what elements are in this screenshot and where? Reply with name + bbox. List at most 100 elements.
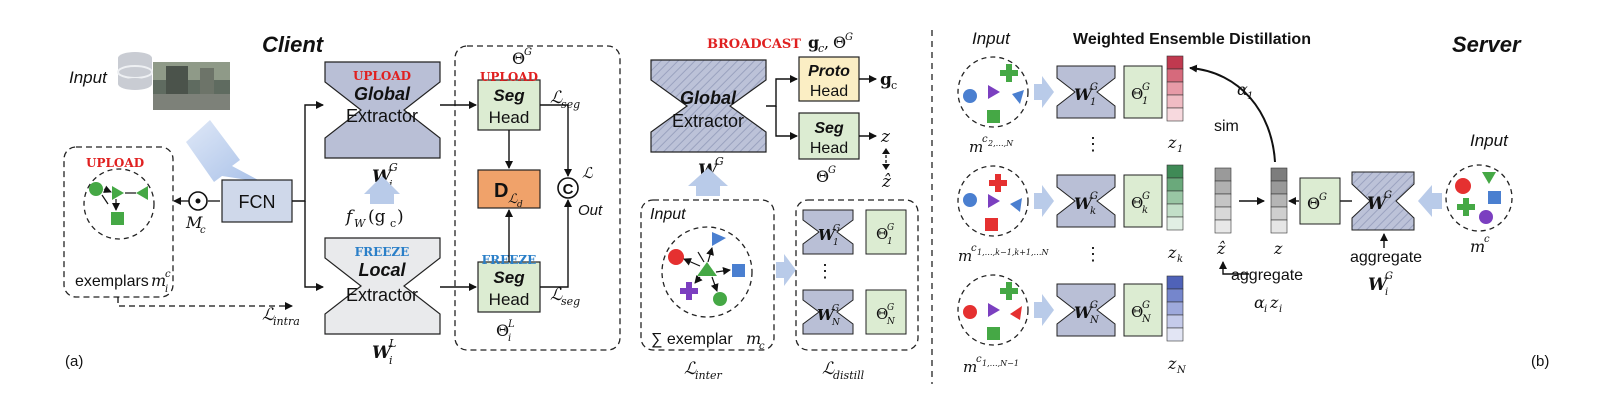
alpha-z-label: α i z i: [1254, 293, 1282, 315]
client-theta-top: Θ G: [512, 47, 532, 68]
concat-icon: [557, 177, 579, 199]
broadcast-comma: ,: [824, 33, 829, 52]
broadcast-input-box: [640, 199, 775, 351]
exemplar-green-square: [111, 212, 124, 225]
right-blue-square: [1488, 191, 1501, 204]
broadcast-to-proto-arrow: [766, 75, 798, 107]
mask-product-dot: [195, 198, 201, 204]
client-global-weight-sub: i: [389, 178, 393, 191]
client-theta-top-sym: Θ: [512, 49, 525, 68]
rowk-theta-sub: k: [1142, 205, 1148, 216]
alphaz-z: z: [1269, 293, 1279, 312]
client-local-line1: Local: [358, 260, 406, 280]
distill-w1-sup: G: [833, 224, 840, 234]
rowk-theta-sup: G: [1142, 191, 1150, 202]
rown-w-sub: N: [1089, 315, 1100, 326]
client-theta-top-sup: G: [524, 47, 532, 58]
broadcast-zhat: ẑ: [881, 172, 892, 192]
broadcast-weight-sup: G: [715, 155, 724, 168]
distill-theta1-sub: 1: [887, 237, 893, 247]
exemplar-green-triangle-a: [112, 186, 124, 200]
row1-purple-triangle: [988, 85, 1000, 99]
client-seg-head-local: [477, 261, 541, 313]
broadcast-global-line2: Extractor: [672, 111, 744, 131]
fw-gc-label: f W (g c ): [344, 207, 404, 230]
client-loss-seg-top-l: ℒ: [550, 88, 563, 108]
rowk-w-sup: G: [1090, 191, 1098, 202]
client-seg-head-global: [477, 79, 541, 131]
exemplars-caption: exemplars m c i: [75, 269, 171, 295]
right-input-arrow: [1418, 185, 1442, 217]
broadcast-theta-label: Θ G: [816, 165, 836, 186]
client-local-weight-sub: i: [389, 354, 393, 367]
row1-w: W: [1074, 85, 1094, 104]
broadcast-global-line1: Global: [680, 88, 737, 108]
loss-intra-l: ℒ: [262, 305, 275, 325]
client-heads-group: [454, 45, 621, 351]
proto-line2: Head: [810, 83, 848, 100]
wg-w: W: [1368, 275, 1389, 295]
sum-exemplar-m: m: [746, 329, 761, 348]
fcn-label: FCN: [239, 192, 276, 212]
rowk-m: m: [958, 247, 972, 265]
mc-m: M: [185, 213, 203, 232]
client-d-label: D: [494, 180, 508, 202]
distill-wn-sub: N: [831, 318, 841, 328]
loss-inter-l: ℒ: [684, 359, 697, 379]
bc-arrow-2: [706, 247, 714, 263]
client-global-extractor: UPLOAD Global Extractor: [324, 61, 441, 159]
client-theta-bot-sub: i: [508, 333, 511, 344]
server-extractor-w: W: [1367, 194, 1388, 214]
client-out: Out: [578, 202, 603, 219]
rown-extractor: [1056, 283, 1116, 337]
rowk-m-sup-sub: 1,…,k−1,k+1,…N: [977, 248, 1050, 257]
z-zhat-arrowhead-down: [882, 164, 890, 170]
exemplar-to-global-arrow: [688, 168, 728, 196]
input-database-icon: [117, 52, 153, 90]
exemplar-to-intra-arrow: [117, 297, 293, 310]
broadcast-theta-sym: Θ: [816, 167, 829, 186]
broadcast-theta: Θ: [833, 33, 846, 52]
row1-blue-triangle: [1012, 90, 1024, 104]
rowk-red-cross: [989, 174, 1007, 192]
row1-blue-circle: [963, 89, 977, 103]
aggregate-right-label: aggregate: [1350, 249, 1422, 266]
client-upload-seg: UPLOAD: [480, 70, 538, 84]
rowk-z-bar: [1166, 164, 1184, 231]
rowk-z: z: [1167, 243, 1177, 262]
proto-out-g: g: [880, 70, 892, 90]
client-global-weight-sup: G: [389, 161, 398, 174]
right-green-triangle: [1482, 172, 1496, 184]
proto-line1: Proto: [808, 63, 850, 80]
z-label: z: [1273, 239, 1283, 258]
proto-head: [798, 56, 860, 102]
row1-m-sup-sub: 2,…,N: [987, 139, 1014, 148]
bc-green-triangle: [697, 262, 717, 276]
alphaz-a-sub: i: [1264, 304, 1267, 315]
fw-close: ): [397, 207, 404, 227]
client-local-weight-w: W: [372, 343, 393, 363]
bc-green-circle: [713, 292, 727, 306]
wg-sub: i: [1385, 287, 1388, 298]
sim-curve-arrow: [1189, 64, 1276, 163]
right-purple-circle: [1479, 210, 1493, 224]
rown-z-sub: N: [1176, 365, 1187, 376]
server-panel-label: (b): [1531, 353, 1549, 370]
row1-m-sup: c: [982, 134, 988, 145]
alpha1-label: α 1: [1237, 80, 1253, 102]
broadcast-to-seg-arrow: [775, 106, 798, 140]
z-bar: [1270, 167, 1288, 234]
client-theta-bottom: Θ L i: [496, 319, 515, 344]
distill-box: [795, 199, 919, 351]
fw-f: f: [344, 207, 355, 227]
client-panel-label: (a): [65, 353, 83, 370]
client-theta-bot-sup: L: [507, 319, 515, 330]
rowk-red-square: [985, 218, 998, 231]
fcn-to-local-arrow: [304, 201, 324, 291]
rown-m: m: [963, 358, 977, 376]
broadcast-z: z: [880, 127, 891, 147]
rowk-theta: Θ: [1131, 194, 1143, 212]
distill-extractor-n: [802, 289, 854, 335]
rowk-z-sub: k: [1177, 254, 1183, 265]
